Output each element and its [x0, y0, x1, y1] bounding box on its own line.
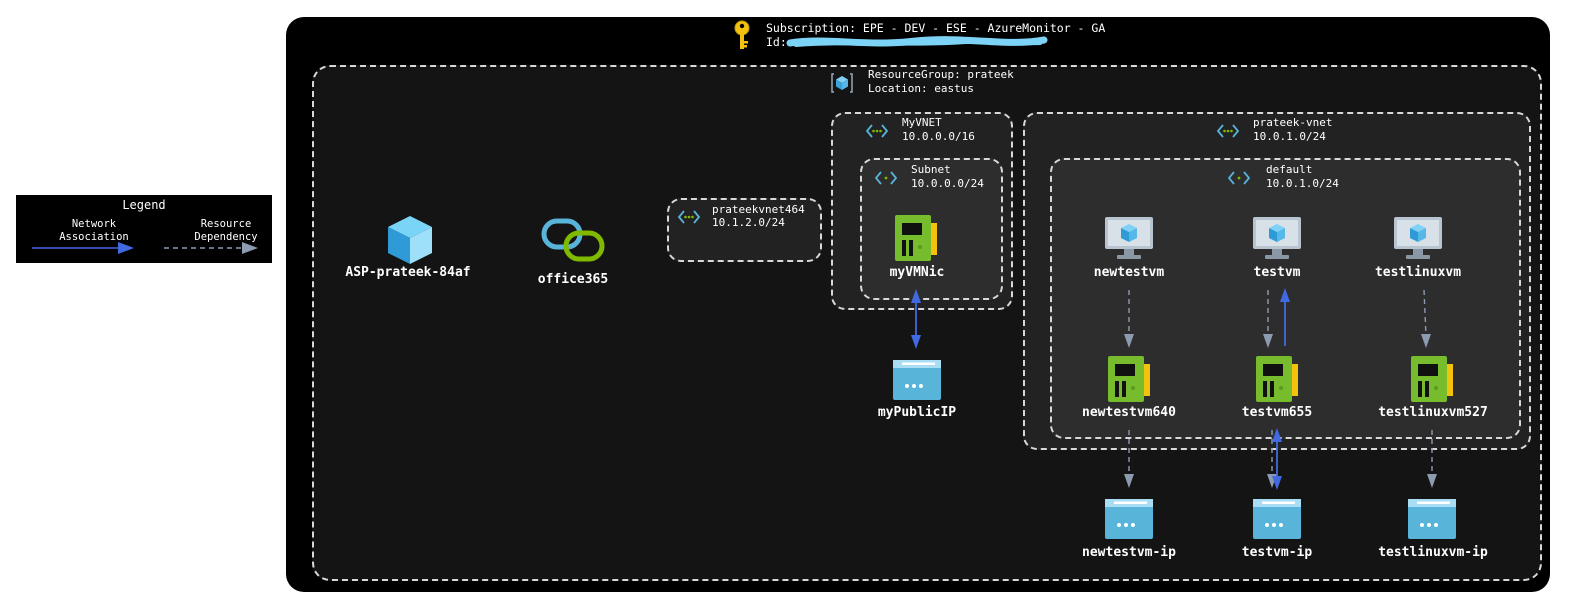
legend-network-arrowhead: [118, 242, 134, 254]
vm-label-newtestvm: newtestvm: [1093, 265, 1165, 280]
network-interface-icon: [1411, 356, 1453, 402]
subnet-default-cidr: 10.0.1.0/24: [1266, 177, 1339, 190]
public-ip-label-testlinuxvm-ip: testlinuxvm-ip: [1378, 545, 1488, 560]
myvmnic-label: myVMNic: [889, 265, 945, 280]
subscription-label: Subscription: EPE - DEV - ESE - AzureMon…: [766, 21, 1106, 35]
vnet-prateek-vnet-name: prateek-vnet: [1253, 116, 1333, 129]
edge-arrowhead: [1263, 334, 1273, 348]
edge-arrowhead: [1427, 474, 1437, 488]
vm-label-testlinuxvm: testlinuxvm: [1374, 265, 1462, 280]
vnet-prateekvnet464-cidr: 10.1.2.0/24: [712, 216, 785, 229]
vnet-myvnet-name: MyVNET: [902, 116, 942, 129]
public-ip-icon: [1408, 499, 1456, 539]
legend-resource-dependency-label: Resource Dependency: [194, 218, 258, 243]
vnet-icon: [677, 210, 701, 224]
redaction-scribble: [786, 36, 1048, 47]
legend-title: Legend: [122, 198, 166, 212]
resource-group-icon: [831, 73, 853, 93]
network-interface-icon: [1108, 356, 1150, 402]
edge-arrowhead: [1124, 334, 1134, 348]
public-ip-icon: [893, 360, 941, 400]
vm-label-testvm: testvm: [1253, 265, 1301, 280]
mypublicip-label: myPublicIP: [877, 405, 957, 420]
key-icon: [734, 20, 750, 49]
virtual-machine-icon: [1394, 217, 1442, 259]
vnet-icon: [1216, 124, 1240, 138]
virtual-machine-icon: [1253, 217, 1301, 259]
legend-arrows: [32, 242, 258, 254]
subnet-default-name: default: [1266, 163, 1313, 176]
link-icon: [541, 218, 605, 262]
legend: Legend Network Association Resource Depe…: [16, 195, 272, 263]
subnet-myvnet-cidr: 10.0.0.0/24: [911, 177, 984, 190]
edge-testlinuxvm-nic: [1423, 289, 1427, 337]
nic-label-newtestvm640: newtestvm640: [1082, 405, 1176, 420]
legend-dependency-arrowhead: [242, 242, 258, 254]
edge-arrowhead: [1280, 288, 1290, 302]
nic-label-testlinuxvm527: testlinuxvm527: [1378, 405, 1488, 420]
public-ip-label-testvm-ip: testvm-ip: [1241, 545, 1313, 560]
subscription-id-label: Id:: [766, 35, 787, 49]
edge-arrowhead: [1421, 334, 1431, 348]
app-service-plan-icon: [388, 216, 432, 264]
resource-group-location: Location: eastus: [868, 82, 974, 95]
network-interface-icon: [1256, 356, 1298, 402]
office365-label: office365: [537, 272, 609, 287]
resource-group-name: ResourceGroup: prateek: [868, 68, 1014, 81]
edge-arrowhead: [1272, 476, 1282, 490]
subnet-myvnet-name: Subnet: [911, 163, 951, 176]
edge-arrowhead: [1272, 428, 1282, 442]
public-ip-icon: [1253, 499, 1301, 539]
public-ip-label-newtestvm-ip: newtestvm-ip: [1082, 545, 1176, 560]
vnet-icon: [865, 124, 889, 138]
app-service-plan-label: ASP-prateek-84af: [345, 265, 471, 280]
edge-arrowhead: [1124, 474, 1134, 488]
virtual-machine-icon: [1105, 217, 1153, 259]
legend-network-association-label: Network Association: [59, 218, 129, 243]
vnet-prateekvnet464: [667, 198, 822, 262]
edge-arrowhead: [911, 289, 921, 303]
subnet-icon: [1227, 171, 1251, 185]
network-interface-icon: [895, 215, 937, 261]
vnet-prateekvnet464-name: prateekvnet464: [712, 203, 805, 216]
vnet-myvnet-cidr: 10.0.0.0/16: [902, 130, 975, 143]
edge-arrowhead: [911, 335, 921, 349]
nic-label-testvm655: testvm655: [1241, 405, 1313, 420]
public-ip-icon: [1105, 499, 1153, 539]
vnet-prateek-vnet-cidr: 10.0.1.0/24: [1253, 130, 1326, 143]
subnet-icon: [874, 171, 898, 185]
